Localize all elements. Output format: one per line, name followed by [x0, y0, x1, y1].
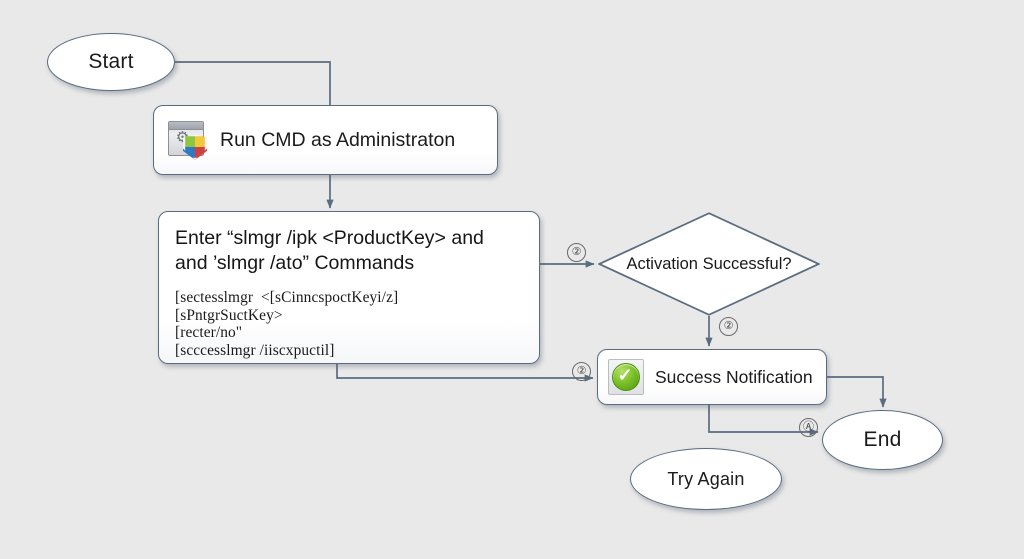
node-enter-commands-console-text: [sectesslmgr <[sCinncspoctKeyi/z] [sPntg… — [175, 289, 399, 359]
window-titlebar — [169, 122, 203, 130]
node-enter-commands[interactable]: Enter “slmgr /ipk <ProductKey> and and ’… — [158, 211, 540, 364]
check-circle-bg — [612, 363, 640, 391]
node-enter-commands-heading: Enter “slmgr /ipk <ProductKey> and and ’… — [175, 227, 484, 274]
edge-success-to-end — [827, 376, 887, 408]
diamond-outline — [598, 212, 820, 316]
edge-enter-to-success — [336, 364, 594, 382]
edge-marker-decision-to-success: ② — [719, 317, 738, 336]
node-success-notification[interactable]: ✓ Success Notification — [597, 349, 827, 405]
checkmark-glyph: ✓ — [617, 365, 633, 385]
node-run-cmd-label: Run CMD as Administraton — [220, 128, 456, 151]
edge-marker-commands-to-success: ② — [572, 362, 591, 381]
window-shield-icon: ⚙ — [166, 119, 208, 161]
shield-icon-outline — [183, 134, 207, 160]
edge-marker-to-decision: ② — [567, 243, 586, 262]
node-try-again[interactable]: Try Again — [630, 448, 782, 510]
node-end-label: End — [863, 428, 902, 451]
edge-start-to-cmd — [175, 61, 331, 105]
node-decision-activation-successful[interactable]: Activation Successful? — [598, 212, 820, 316]
green-check-circle-icon: ✓ — [608, 359, 644, 395]
edge-marker-to-end: Ⓐ — [799, 418, 818, 437]
node-start[interactable]: Start — [47, 33, 175, 91]
node-decision-label: Activation Successful? — [626, 254, 792, 273]
node-start-label: Start — [88, 50, 134, 73]
node-success-notification-label: Success Notification — [655, 366, 813, 387]
node-end[interactable]: End — [822, 410, 943, 470]
node-try-again-label: Try Again — [667, 468, 745, 489]
node-run-cmd[interactable]: ⚙ Run CMD as Administraton — [153, 105, 498, 175]
